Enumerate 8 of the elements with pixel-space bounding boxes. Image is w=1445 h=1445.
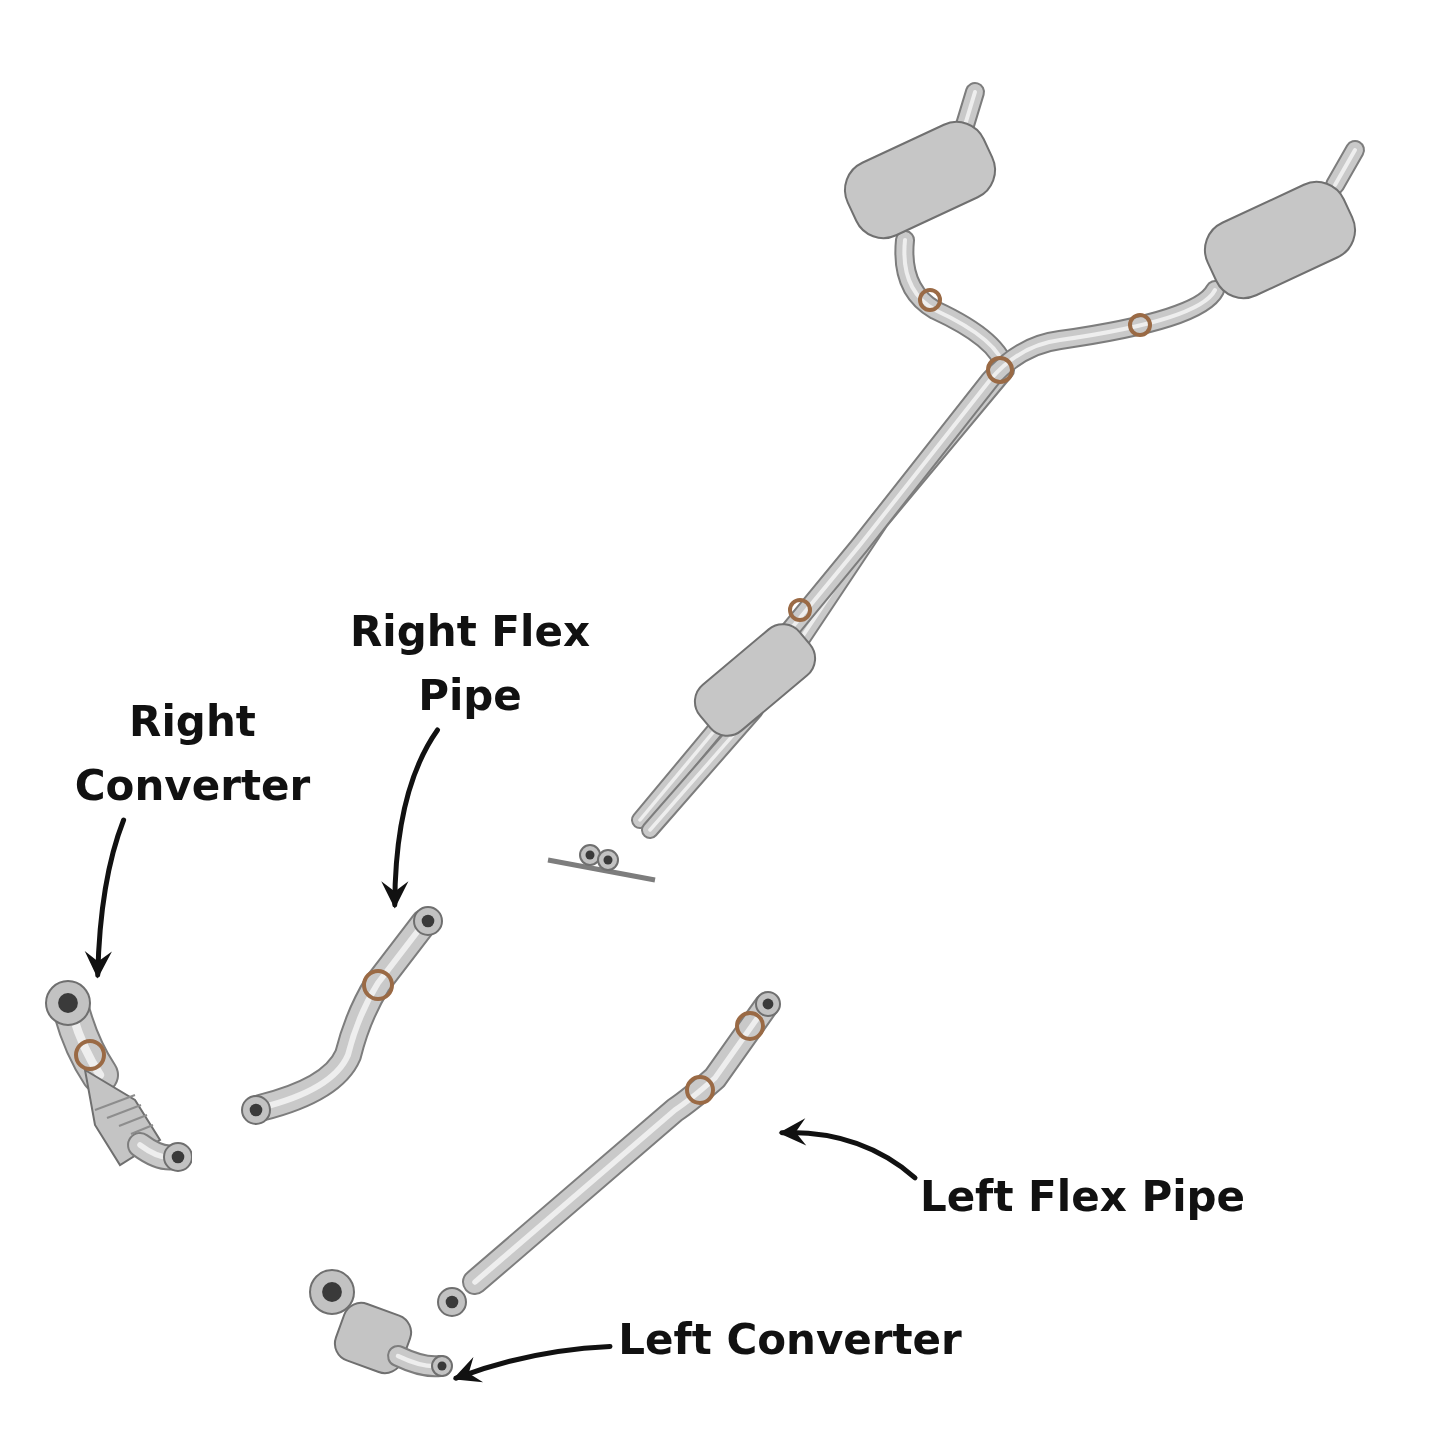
part-label: Right Converter <box>60 690 325 820</box>
part-label: Left Converter <box>610 1308 970 1372</box>
arrow <box>452 1343 613 1383</box>
arrow <box>778 1118 918 1181</box>
part-label: Right Flex Pipe <box>345 600 595 730</box>
part-label: Left Flex Pipe <box>915 1165 1250 1229</box>
arrow <box>84 817 127 979</box>
arrow <box>381 727 440 909</box>
